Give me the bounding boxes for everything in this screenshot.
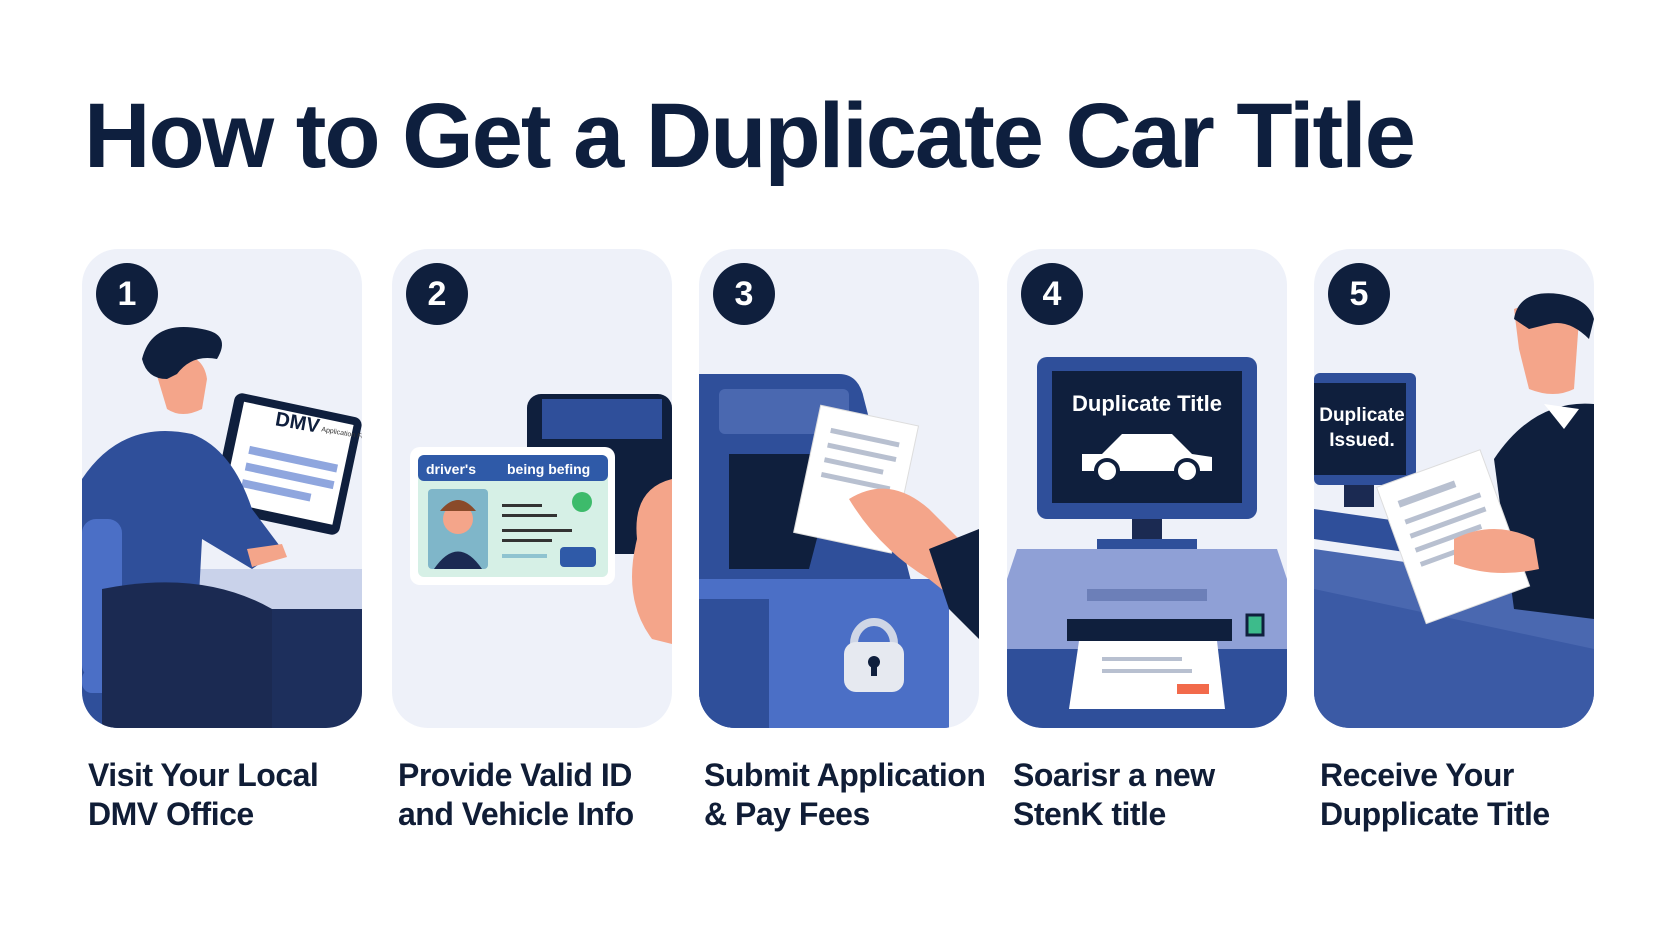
step-1-panel: 1 DMV Application Form (82, 249, 362, 728)
step-4-panel: 4 Duplicate Title (1007, 249, 1287, 728)
step-number-badge: 3 (713, 263, 775, 325)
caption-line: Provide Valid ID (398, 757, 632, 793)
printer-illustration: Duplicate Title (1007, 357, 1287, 728)
caption-line: & Pay Fees (704, 796, 870, 832)
page-title: How to Get a Duplicate Car Title (84, 85, 1416, 187)
monitor-text-line1: Duplicate (1319, 405, 1405, 426)
step-5-caption: Receive Your Dupplicate Title (1320, 756, 1620, 834)
step-number-badge: 4 (1021, 263, 1083, 325)
step-4-caption: Soarisr a new StenK title (1013, 756, 1313, 834)
caption-line: and Vehicle Info (398, 796, 634, 832)
monitor-text-line2: Issued. (1329, 430, 1394, 451)
step-1-caption: Visit Your Local DMV Office (88, 756, 388, 834)
caption-line: StenK title (1013, 796, 1166, 832)
step-3-panel: 3 (699, 249, 979, 728)
caption-line: Visit Your Local (88, 757, 319, 793)
monitor-screen-text: Duplicate Title (1072, 391, 1222, 416)
step-2-panel: 2 driver's being befing (392, 249, 672, 728)
card-header-right: being befing (507, 461, 590, 477)
caption-line: Dupplicate Title (1320, 796, 1550, 832)
receive-title-illustration: Duplicate Issued. (1314, 293, 1594, 728)
caption-line: DMV Office (88, 796, 254, 832)
step-number-badge: 2 (406, 263, 468, 325)
dmv-office-illustration: DMV Application Form (82, 327, 362, 728)
card-header-left: driver's (426, 461, 476, 477)
caption-line: Receive Your (1320, 757, 1514, 793)
step-number-badge: 5 (1328, 263, 1390, 325)
step-number-badge: 1 (96, 263, 158, 325)
id-card-illustration: driver's being befing (410, 394, 672, 644)
step-5-panel: 5 Duplicate Issued. (1314, 249, 1594, 728)
step-2-caption: Provide Valid ID and Vehicle Info (398, 756, 698, 834)
caption-line: Submit Application (704, 757, 986, 793)
mailbox-illustration (699, 374, 979, 728)
caption-line: Soarisr a new (1013, 757, 1215, 793)
step-3-caption: Submit Application & Pay Fees (704, 756, 1004, 834)
